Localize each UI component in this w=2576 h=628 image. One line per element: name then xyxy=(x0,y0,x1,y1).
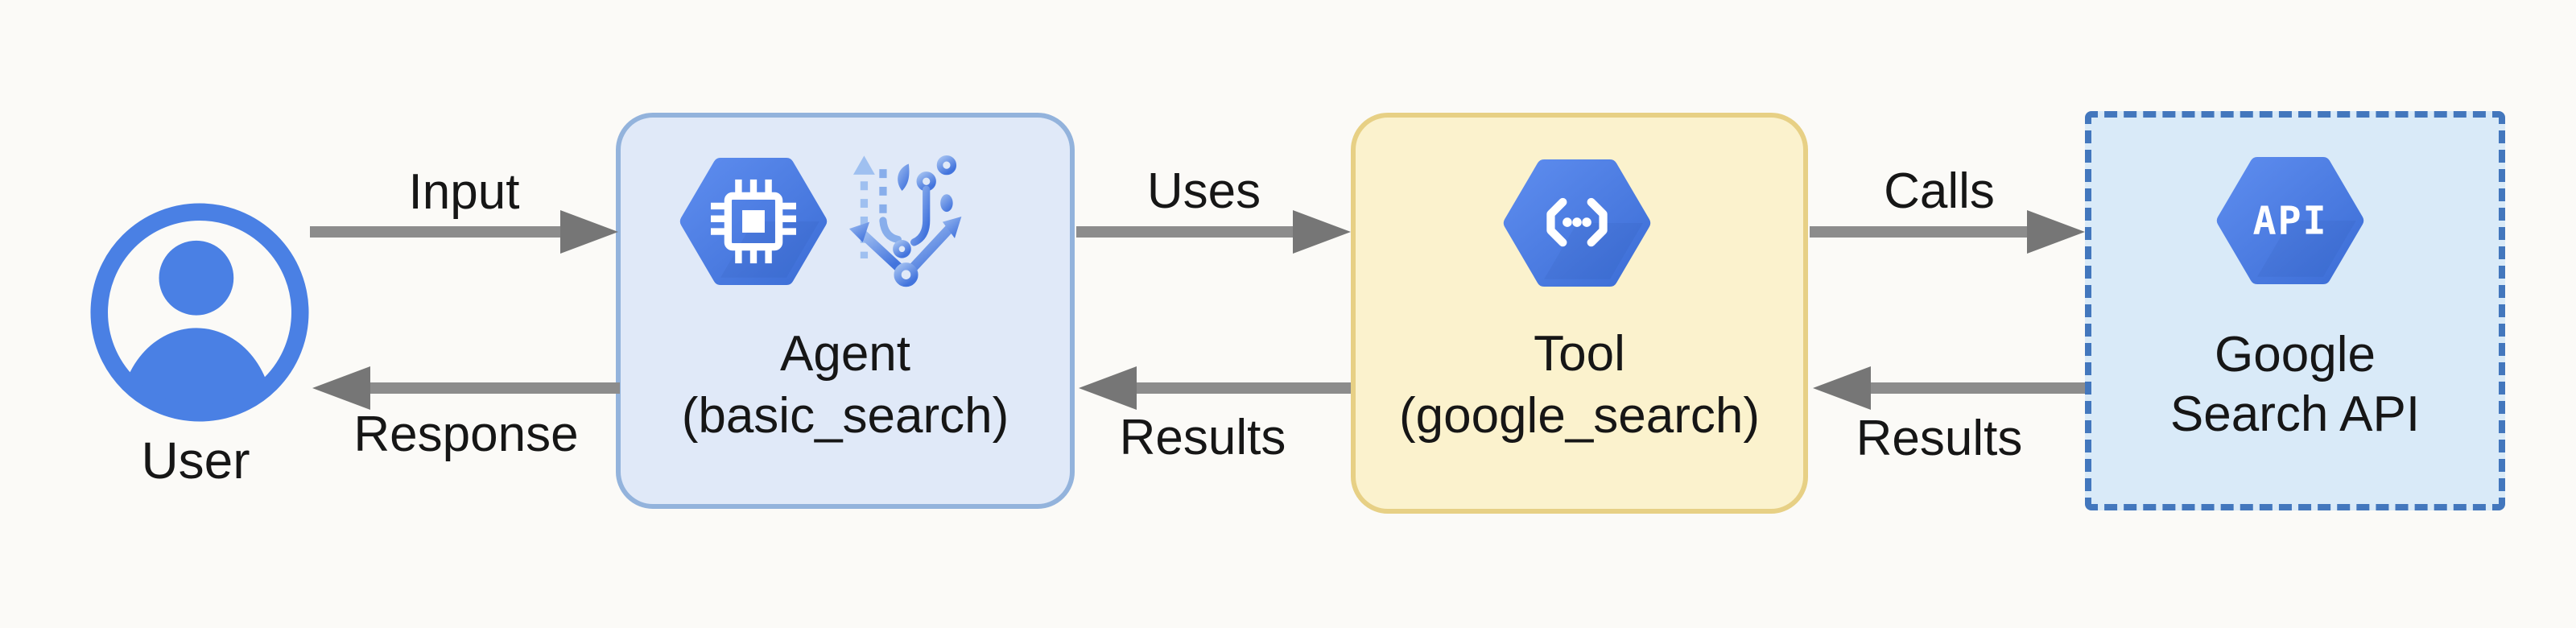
edge-label-response: Response xyxy=(353,407,579,462)
agent-subtitle: (basic_search) xyxy=(681,388,1009,444)
vertex-ai-branch-icon xyxy=(848,155,962,287)
tool-title: Tool xyxy=(1534,326,1625,382)
api-hexagon-icon: API xyxy=(2216,156,2364,285)
arrow-uses xyxy=(1076,210,1351,254)
api-title-line1: Google xyxy=(2215,327,2376,382)
arrow-calls xyxy=(1810,210,2085,254)
arrow-input xyxy=(310,210,618,254)
api-title-line2: Search API xyxy=(2169,386,2421,442)
user-label: User xyxy=(141,432,250,490)
arrow-results-api-tool xyxy=(1813,366,2085,410)
user-icon xyxy=(90,203,309,422)
tool-subtitle: (google_search) xyxy=(1398,388,1761,444)
api-icon-text: API xyxy=(2253,199,2328,244)
arrow-results-tool-agent xyxy=(1079,366,1351,410)
code-brackets-hexagon-icon xyxy=(1503,159,1651,287)
edge-label-calls: Calls xyxy=(1884,163,1995,219)
edge-label-results-tool-agent: Results xyxy=(1119,410,1286,465)
arrow-response xyxy=(312,366,620,410)
edge-label-results-api-tool: Results xyxy=(1856,411,2023,466)
agent-node-box xyxy=(616,113,1075,509)
cpu-chip-hexagon-icon xyxy=(679,157,828,286)
edge-label-input: Input xyxy=(408,164,520,220)
agent-title: Agent xyxy=(779,326,911,382)
edge-label-uses: Uses xyxy=(1146,163,1261,219)
